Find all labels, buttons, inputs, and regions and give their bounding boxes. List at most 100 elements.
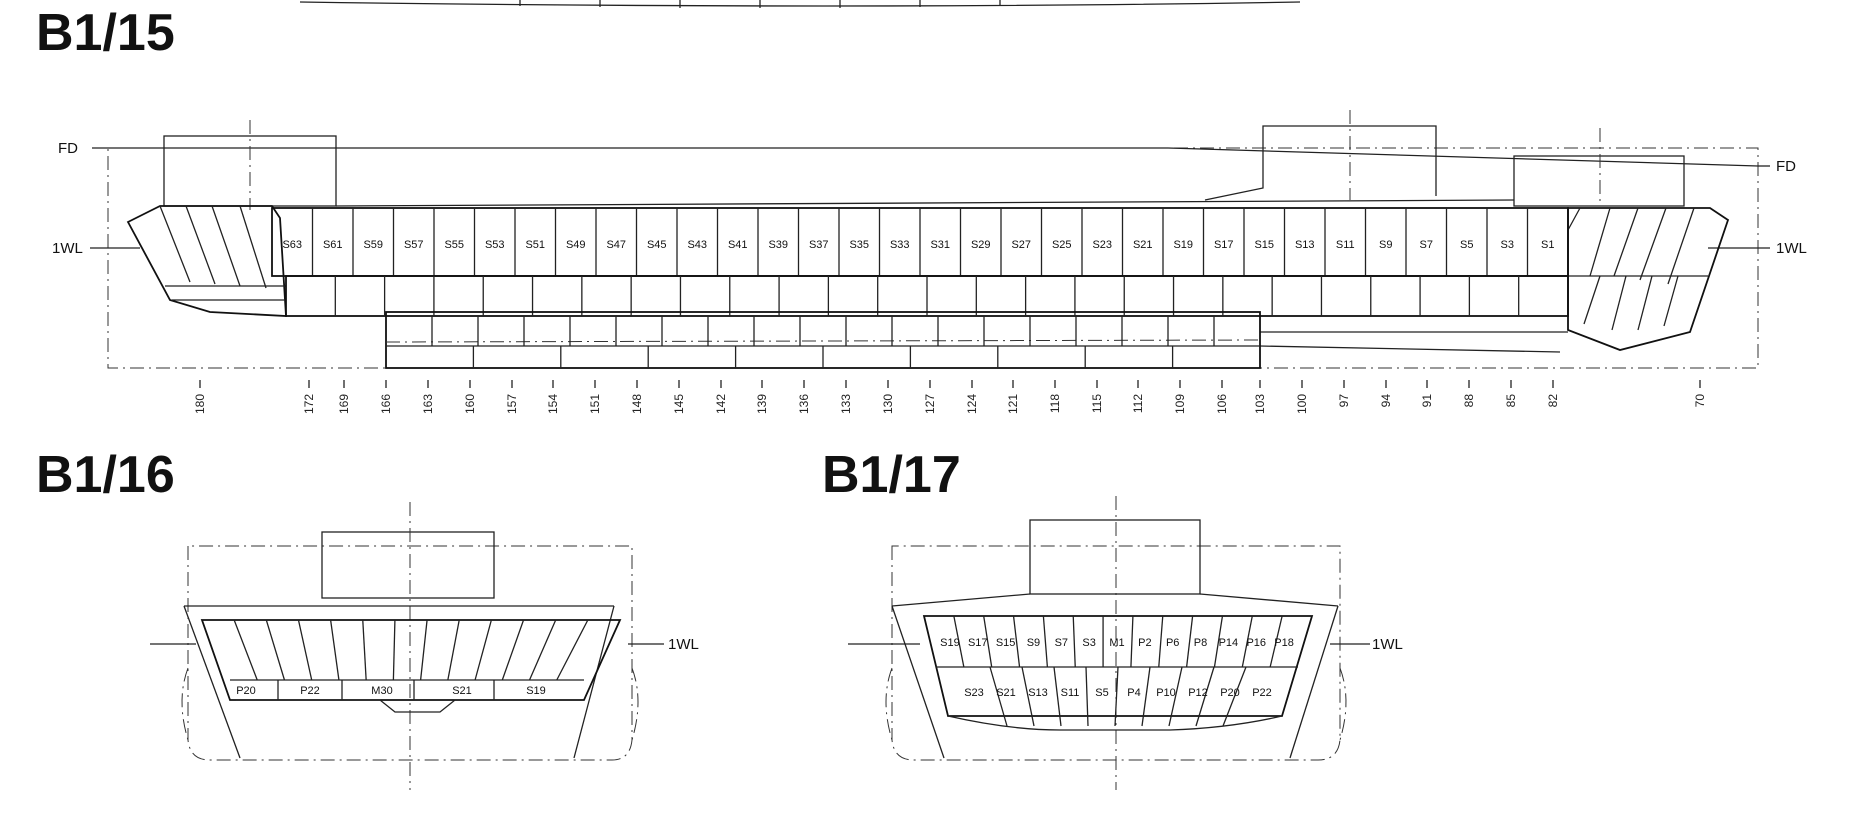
frame-label: 136 (797, 394, 811, 414)
frame-label: 112 (1131, 394, 1145, 413)
frame-label: 160 (463, 394, 477, 414)
strake-label: S33 (890, 239, 910, 251)
frame-label: 142 (714, 394, 728, 414)
strake-label: S55 (444, 239, 464, 251)
lower-block-label: S23 (964, 687, 984, 699)
strake-label: S37 (809, 239, 829, 251)
strake-label: S59 (363, 239, 383, 251)
frame-label: 169 (337, 394, 351, 414)
frame-label: 180 (193, 394, 207, 414)
title-b1-15: B1/15 (36, 4, 175, 62)
frame-label: 127 (923, 394, 937, 414)
frame-label: 163 (421, 394, 435, 414)
strake-label: S13 (1295, 239, 1315, 251)
upper-block-label: S7 (1055, 637, 1068, 649)
upper-block-label: M1 (1109, 637, 1124, 649)
frame-label: 91 (1420, 394, 1434, 408)
frame-label: 145 (672, 394, 686, 414)
upper-block-label: P8 (1194, 637, 1207, 649)
frame-label: 157 (505, 394, 519, 414)
frame-label: 118 (1048, 394, 1062, 413)
strake-label: S15 (1254, 239, 1274, 251)
strake-label: S17 (1214, 239, 1234, 251)
upper-block-label: S19 (940, 637, 960, 649)
lower-block-label: S21 (996, 687, 1016, 699)
strake-label: S21 (1133, 239, 1153, 251)
upper-block-label: S9 (1027, 637, 1040, 649)
strake-label: S45 (647, 239, 667, 251)
upper-block-label: S15 (996, 637, 1016, 649)
frame-label: 106 (1215, 394, 1229, 414)
lower-block-label: P12 (1188, 687, 1208, 699)
strake-label: S23 (1092, 239, 1112, 251)
section16-wl-label: 1WL (668, 636, 699, 653)
frame-label: 172 (302, 394, 316, 414)
lower-block-label: S5 (1095, 687, 1108, 699)
upper-block-label: P14 (1219, 637, 1239, 649)
strake-label: S47 (606, 239, 626, 251)
frame-label: 130 (881, 394, 895, 414)
lower-block-label: P10 (1156, 687, 1176, 699)
block-label: S21 (452, 685, 472, 697)
strake-label: S19 (1173, 239, 1193, 251)
block-label: M30 (371, 685, 392, 697)
frame-label: 133 (839, 394, 853, 414)
wl-label-right: 1WL (1776, 240, 1807, 257)
title-b1-16: B1/16 (36, 446, 175, 504)
superstructure-fwd (1513, 155, 1685, 207)
frame-label: 166 (379, 394, 393, 414)
frame-label: 85 (1504, 394, 1518, 408)
strake-label: S27 (1011, 239, 1031, 251)
lower-block-label: P20 (1220, 687, 1240, 699)
strake-label: S51 (525, 239, 545, 251)
lower-block-label: S13 (1028, 687, 1048, 699)
frame-label: 154 (546, 394, 560, 414)
wl-label-left: 1WL (52, 240, 83, 257)
fd-label-right: FD (1776, 158, 1796, 175)
strake-label: S53 (485, 239, 505, 251)
frame-label: 109 (1173, 394, 1187, 414)
strake-label: S43 (687, 239, 707, 251)
frame-label: 115 (1090, 394, 1104, 413)
strake-label: S1 (1541, 239, 1554, 251)
strake-label: S9 (1379, 239, 1392, 251)
strake-label: S11 (1336, 239, 1355, 251)
frame-label: 82 (1546, 394, 1560, 408)
lower-block-label: P4 (1127, 687, 1140, 699)
block-label: P22 (300, 685, 320, 697)
frame-label: 148 (630, 394, 644, 414)
upper-block-label: P16 (1246, 637, 1266, 649)
lower-block-label: S11 (1061, 687, 1080, 699)
strake-label: S57 (404, 239, 424, 251)
strake-label: S31 (930, 239, 950, 251)
frame-label: 151 (588, 394, 602, 414)
lower-block-label: P22 (1252, 687, 1272, 699)
frame-label: 124 (965, 394, 979, 414)
frame-label: 88 (1462, 394, 1476, 408)
upper-block-label: P18 (1274, 637, 1294, 649)
frame-label: 94 (1379, 394, 1393, 408)
top-remnant (299, 0, 1301, 8)
strake-label: S29 (971, 239, 991, 251)
strake-label: S5 (1460, 239, 1473, 251)
frame-label: 121 (1006, 394, 1020, 414)
strake-label: S39 (768, 239, 788, 251)
strake-label: S41 (728, 239, 748, 251)
strake-label: S35 (849, 239, 869, 251)
strake-label: S61 (323, 239, 343, 251)
strake-label: S49 (566, 239, 586, 251)
upper-block-label: P2 (1138, 637, 1151, 649)
section17-wl-label: 1WL (1372, 636, 1403, 653)
block-label: P20 (236, 685, 256, 697)
upper-block-label: P6 (1166, 637, 1179, 649)
frame-label: 103 (1253, 394, 1267, 414)
title-b1-17: B1/17 (822, 446, 961, 504)
strake-label: S63 (282, 239, 302, 251)
upper-block-label: S17 (968, 637, 988, 649)
frame-label: 70 (1693, 394, 1707, 408)
frame-label: 97 (1337, 394, 1351, 408)
upper-block-label: S3 (1082, 637, 1095, 649)
